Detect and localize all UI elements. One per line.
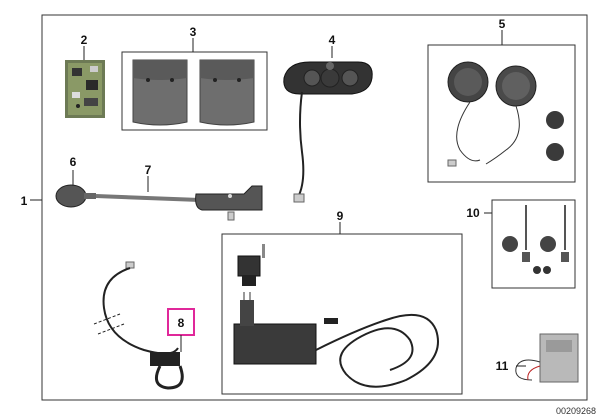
part-8-cable[interactable] (93, 261, 184, 390)
part-9-frame (221, 233, 463, 395)
part-9-charger[interactable] (233, 244, 439, 388)
drawing-code: 00209268 (556, 406, 596, 416)
callout-5: 5 (499, 17, 506, 31)
callout-2: 2 (81, 33, 88, 47)
callout-1: 1 (21, 194, 28, 208)
callout-10: 10 (466, 206, 480, 220)
part-4-remote-control[interactable] (283, 61, 373, 203)
callout-4: 4 (329, 33, 336, 47)
outer-frame (41, 14, 588, 401)
part-11-battery-module[interactable] (515, 333, 579, 383)
part-6-microphone[interactable] (55, 184, 96, 208)
callout-11: 11 (496, 359, 509, 373)
part-5-speakers[interactable] (447, 61, 564, 167)
part-7-mic-boom[interactable] (95, 185, 263, 221)
callout-3: 3 (190, 25, 197, 39)
callout-9: 9 (337, 209, 344, 223)
callout-8: 8 (178, 316, 185, 330)
callout-6: 6 (70, 155, 77, 169)
part-3-pouches[interactable] (132, 59, 255, 126)
part-2-circuit-board[interactable] (65, 60, 105, 118)
part-10-mounting-hardware[interactable] (502, 205, 569, 274)
callout-7: 7 (145, 163, 152, 177)
part-10-frame (491, 199, 576, 289)
part-3-frame (121, 51, 268, 131)
